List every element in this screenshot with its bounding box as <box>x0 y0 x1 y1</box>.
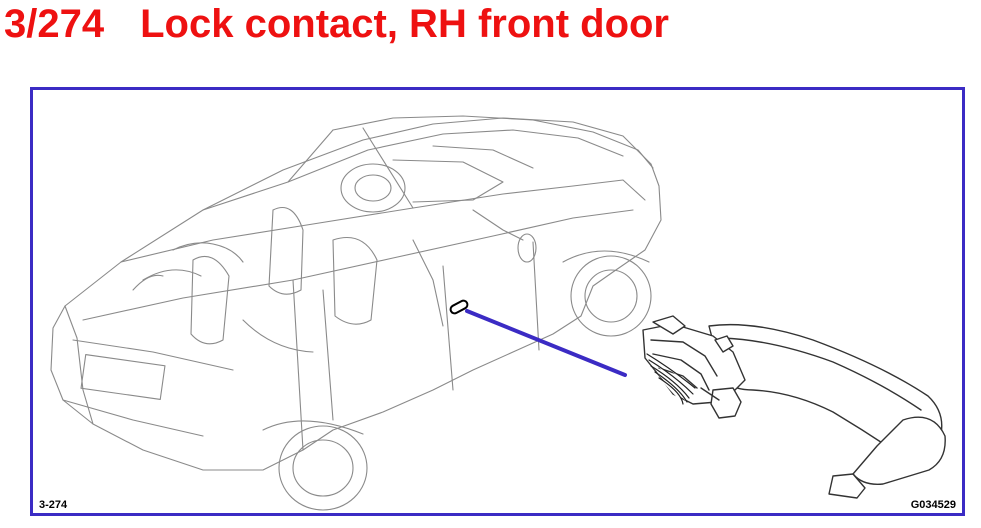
page-title: 3/274 Lock contact, RH front door <box>4 0 669 48</box>
figure-code-right: G034529 <box>910 499 956 511</box>
illustration-frame: 3-274 G034529 <box>30 87 965 516</box>
figure-title: Lock contact, RH front door <box>140 2 669 46</box>
figure-number: 3/274 <box>4 2 105 46</box>
car-outline-icon <box>50 115 662 511</box>
pointer-line <box>465 309 627 377</box>
door-handle-icon <box>642 315 946 499</box>
figure-code-left: 3-274 <box>39 499 68 511</box>
lock-contact-marker-icon <box>449 299 469 315</box>
illustration <box>50 115 946 511</box>
